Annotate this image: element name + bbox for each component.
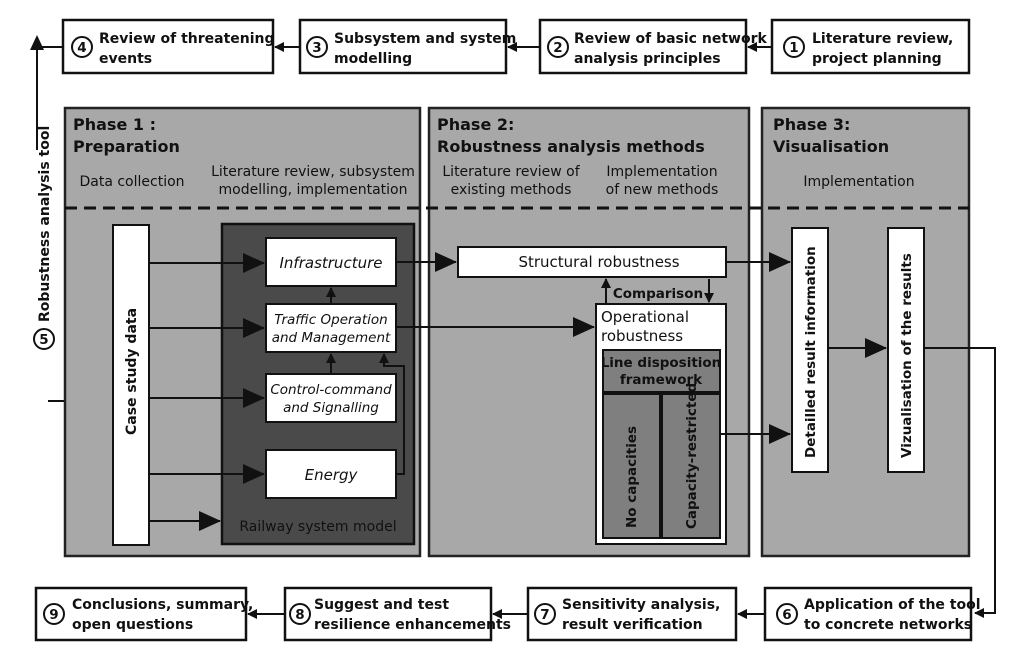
svg-text:4: 4 — [77, 40, 86, 56]
capacity-restricted-label: Capacity-restricted — [684, 383, 700, 529]
step-1-label-line2: project planning — [812, 51, 942, 67]
arrow-energy-to-traffic — [379, 353, 405, 475]
step-9-label-line2: open questions — [72, 617, 193, 633]
control-command-box — [265, 373, 397, 423]
control-command-label-line2: and Signalling — [283, 400, 379, 416]
step-6-box: 6 Application of the tool to concrete ne… — [763, 586, 981, 642]
arrow-viz-to-step-6 — [924, 347, 996, 618]
capacity-restricted-box — [661, 393, 721, 539]
phase-3-title-line2: Visualisation — [773, 137, 889, 156]
phase-2-implementation-line1: Implementation — [606, 164, 717, 180]
phase-3-implementation: Implementation — [803, 174, 914, 190]
step-9-label-line1: Conclusions, summary, — [72, 597, 253, 613]
phase-2-lit-review-line2: existing methods — [451, 182, 572, 198]
phase-2-lit-review-line1: Literature review of — [442, 164, 580, 180]
step-9-box: 9 Conclusions, summary, open questions — [34, 586, 253, 642]
step-4-label-line1: Review of threatening — [99, 31, 275, 47]
detailed-result-box — [791, 227, 829, 473]
step-9-number — [43, 603, 65, 625]
step-2-number — [547, 36, 569, 58]
step-5-number — [33, 328, 55, 350]
step-8-label-line2: resilience enhancements — [314, 617, 511, 633]
svg-text:7: 7 — [540, 607, 549, 623]
structural-robustness-box — [457, 246, 727, 278]
step-7-box: 7 Sensitivity analysis, result verificat… — [526, 586, 738, 642]
step-4-number — [71, 36, 93, 58]
no-capacities-label: No capacities — [624, 426, 640, 528]
step-1-box: 1 Literature review, project planning — [770, 18, 971, 75]
step-6-label-line2: to concrete networks — [804, 617, 972, 633]
step-4-box: 4 Review of threatening events — [61, 18, 275, 75]
infrastructure-label: Infrastructure — [280, 254, 383, 272]
step-8-label-line1: Suggest and test — [314, 597, 449, 613]
svg-text:3: 3 — [312, 40, 321, 56]
traffic-operation-label-line2: and Management — [272, 330, 391, 346]
svg-text:6: 6 — [782, 607, 791, 623]
phase-1-lit-review-line2: modelling, implementation — [219, 182, 408, 198]
step-6-number — [776, 603, 798, 625]
svg-text:1: 1 — [789, 40, 798, 56]
case-study-data-box — [112, 224, 150, 546]
vizualisation-label: Vizualisation of the results — [899, 253, 915, 458]
step-3-number — [306, 36, 328, 58]
detailed-result-label: Detailled result information — [803, 246, 819, 458]
phase-2-title-line2: Robustness analysis methods — [437, 137, 705, 156]
step-5-text: Robustness analysis tool — [37, 126, 53, 322]
step-1-number — [783, 36, 805, 58]
structural-robustness-label: Structural robustness — [518, 253, 679, 271]
case-study-data-label: Case study data — [124, 308, 140, 435]
energy-box — [265, 449, 397, 499]
step-2-label-line1: Review of basic network — [574, 31, 767, 47]
phase-1-data-collection: Data collection — [79, 174, 184, 190]
traffic-operation-label-line1: Traffic Operation — [274, 312, 387, 328]
step-2-box: 2 Review of basic network analysis princ… — [538, 18, 767, 75]
step-2-label-line2: analysis principles — [574, 51, 721, 67]
step-8-number — [289, 603, 311, 625]
phase-1-title-line2: Preparation — [73, 137, 180, 156]
operational-robustness-line1: Operational — [601, 308, 689, 326]
step-6-label-line1: Application of the tool — [804, 597, 981, 613]
svg-text:9: 9 — [49, 607, 58, 623]
comparison-label: Comparison — [613, 286, 703, 302]
no-capacities-box — [602, 393, 661, 539]
svg-text:2: 2 — [553, 40, 562, 56]
svg-text:5: 5 — [39, 332, 48, 348]
step-7-number — [534, 603, 556, 625]
line-disposition-framework-box — [602, 349, 721, 393]
step-8-box: 8 Suggest and test resilience enhancemen… — [283, 586, 511, 642]
traffic-operation-box — [265, 303, 397, 353]
step-7-label-line1: Sensitivity analysis, — [562, 597, 720, 613]
step-4-label-line2: events — [99, 51, 152, 67]
step-3-label-line1: Subsystem and system — [334, 31, 516, 47]
step-5-label: 5 Robustness analysis tool — [28, 126, 55, 480]
svg-text:8: 8 — [295, 607, 304, 623]
phase-2-implementation-line2: of new methods — [606, 182, 719, 198]
railway-system-model-label: Railway system model — [239, 519, 396, 535]
phase-1-title-line1: Phase 1 : — [73, 115, 156, 134]
phase-3-title-line1: Phase 3: — [773, 115, 850, 134]
ldf-label-line2: framework — [620, 372, 703, 388]
phase-2-title-line1: Phase 2: — [437, 115, 514, 134]
step-1-label-line1: Literature review, — [812, 31, 953, 47]
vizualisation-box — [887, 227, 925, 473]
operational-robustness-line2: robustness — [601, 327, 683, 345]
arrowhead-up — [30, 35, 44, 50]
ldf-label-line1: Line disposition — [601, 355, 722, 371]
step-7-label-line2: result verification — [562, 617, 703, 633]
energy-label: Energy — [305, 466, 359, 484]
step-3-label-line2: modelling — [334, 51, 412, 67]
phase-1-lit-review-line1: Literature review, subsystem — [211, 164, 415, 180]
control-command-label-line1: Control-command — [270, 382, 392, 398]
step-3-box: 3 Subsystem and system modelling — [298, 18, 516, 75]
